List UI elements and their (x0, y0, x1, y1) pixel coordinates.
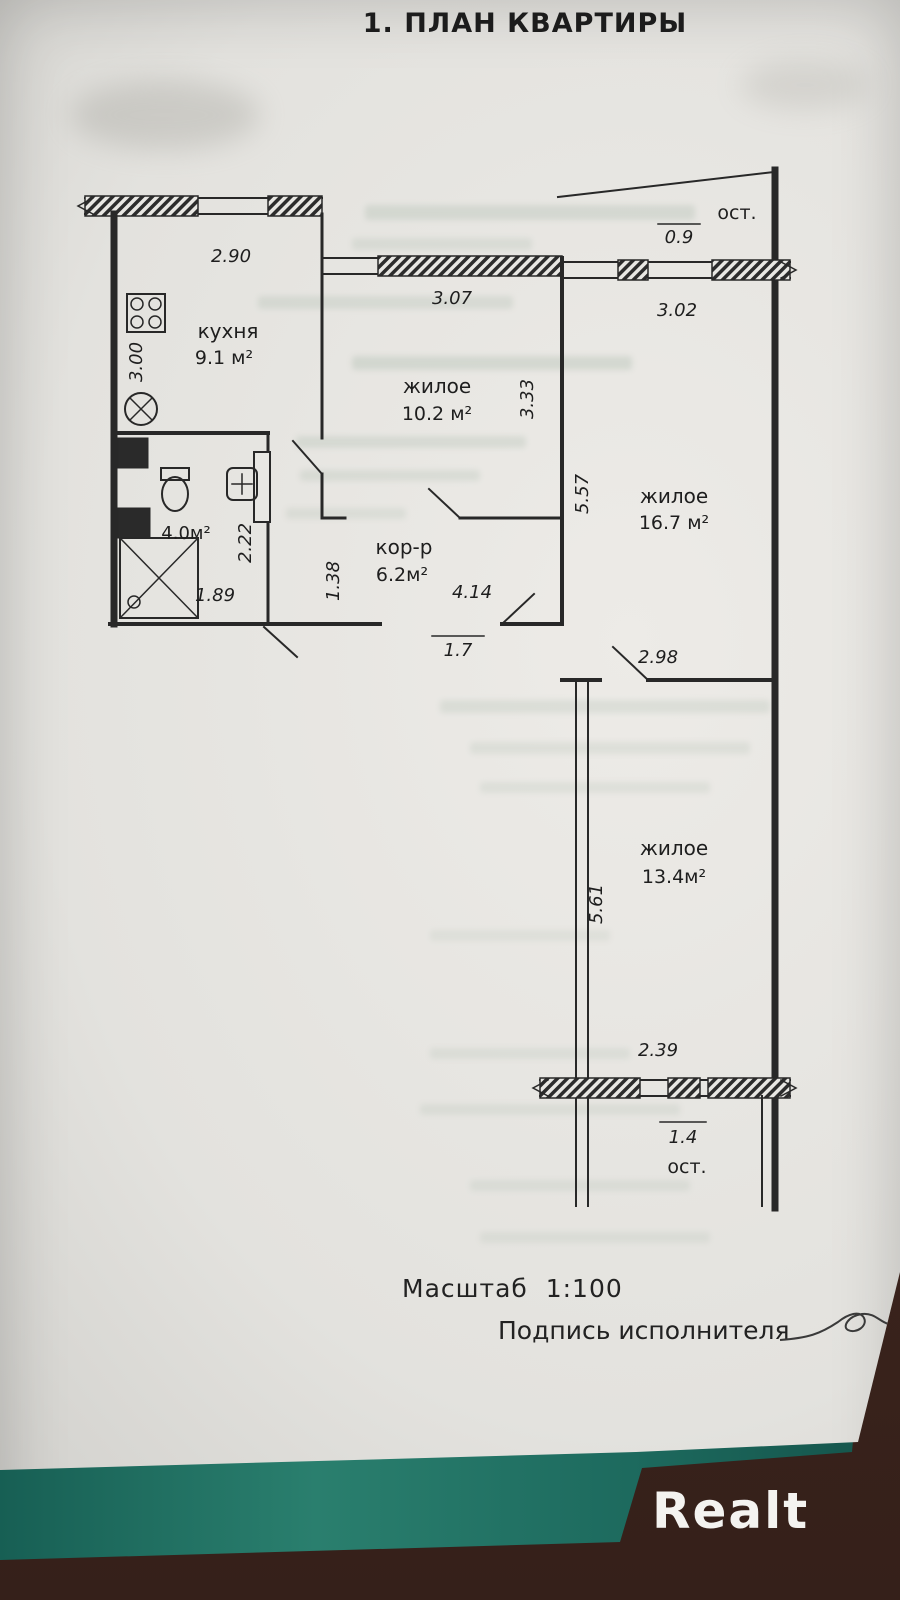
kitchen-door-swing (291, 439, 324, 476)
entry-door-swing (500, 592, 536, 626)
dim-3-33: 3.33 (517, 379, 538, 419)
room10-door-swing (427, 487, 462, 520)
dim-5-61: 5.61 (586, 884, 607, 924)
dim-2-22: 2.22 (235, 523, 256, 563)
room13-name: жилое (640, 836, 708, 860)
balcony-top-label: ост. (717, 202, 756, 224)
sink-icon (124, 392, 158, 426)
balcony-top-railing (556, 170, 776, 199)
dim-1-38: 1.38 (323, 561, 344, 601)
signature-mark (779, 1312, 899, 1341)
dim-3-02: 3.02 (657, 300, 697, 321)
room10-area: 10.2 м² (402, 403, 472, 425)
room16-area: 16.7 м² (639, 512, 709, 534)
bath-icon (118, 536, 200, 620)
dim-1-7: 1.7 (444, 640, 473, 661)
room13-area: 13.4м² (642, 866, 706, 888)
room10-window (377, 255, 563, 277)
balcony-top-area: 0.9 (665, 227, 694, 248)
scale-label: Масштаб 1:100 (402, 1274, 623, 1303)
dim-1-89: 1.89 (195, 585, 235, 606)
washbasin-icon (226, 467, 258, 501)
plan-walls (76, 166, 798, 1212)
dimension-arrow-right (779, 1078, 798, 1098)
kitchen-name: кухня (198, 319, 259, 343)
signature-label: Подпись исполнителя (498, 1316, 790, 1345)
stove-icon (126, 293, 166, 333)
dim-2-39: 2.39 (638, 1040, 678, 1061)
vent-shaft (117, 437, 151, 539)
dim-3-07: 3.07 (432, 288, 473, 309)
balcony-bottom-label: ост. (667, 1156, 706, 1178)
bathroom-area: 4.0м² (161, 523, 210, 544)
dim-2-98: 2.98 (638, 647, 678, 668)
room16-window (617, 259, 791, 281)
realt-watermark: Realt (652, 1482, 810, 1540)
room16-name: жилое (640, 484, 708, 508)
page-title: 1. ПЛАН КВАРТИРЫ (362, 8, 688, 39)
room16-door-swing (611, 645, 650, 682)
dim-5-57: 5.57 (572, 473, 593, 514)
bathroom-door-swing (262, 625, 299, 659)
dim-2-90: 2.90 (211, 246, 251, 267)
balcony-bottom-area: 1.4 (669, 1127, 698, 1148)
dim-3-00: 3.00 (126, 342, 147, 382)
dimension-arrow-right (779, 260, 798, 280)
dimension-arrow-left (531, 1078, 550, 1098)
room10-name: жилое (403, 374, 471, 398)
floor-plan-drawing: ост. 0.9 3.02 2.90 3.00 кухня 9.1 м² 3.0… (76, 166, 798, 1212)
plan-labels: ост. 0.9 3.02 2.90 3.00 кухня 9.1 м² 3.0… (126, 202, 757, 1178)
dim-4-14: 4.14 (452, 582, 492, 603)
corridor-area: 6.2м² (376, 564, 428, 586)
corridor-name: кор-р (376, 535, 433, 559)
toilet-icon (160, 467, 190, 512)
room13-window (539, 1077, 791, 1099)
duct-pilaster (253, 451, 271, 523)
dimension-arrow-left (76, 196, 95, 216)
kitchen-area: 9.1 м² (195, 347, 253, 369)
